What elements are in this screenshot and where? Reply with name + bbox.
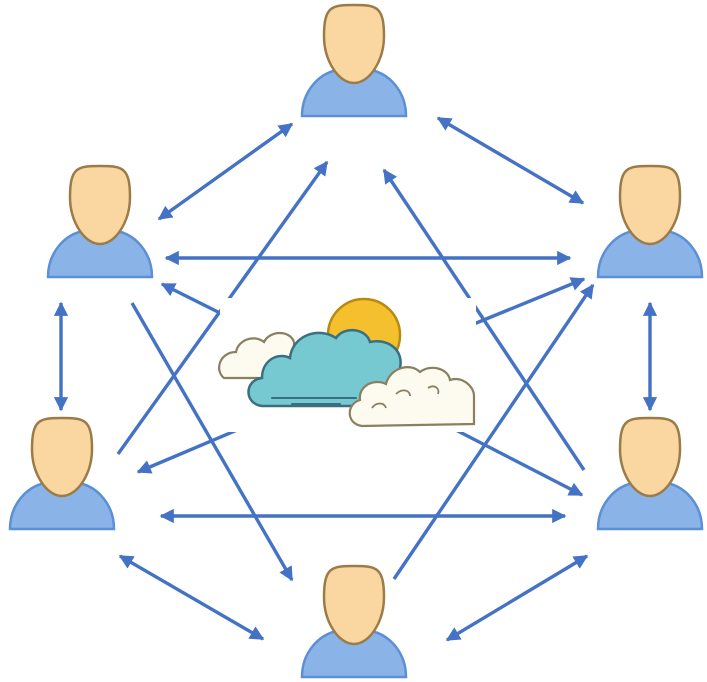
connection-top-upper-left <box>157 122 294 221</box>
connection-top-upper-right <box>436 116 585 205</box>
front-cloud-icon <box>348 366 476 428</box>
connection-bottom-to-upper-right <box>392 283 595 580</box>
person-icon <box>300 3 408 118</box>
person-icon <box>596 164 704 279</box>
cloud-sun-icon <box>218 297 476 432</box>
connection-lower-right-bottom <box>445 554 589 642</box>
person-icon <box>300 564 408 679</box>
person-icon <box>46 164 154 279</box>
connection-lower-left-bottom <box>118 554 265 641</box>
connections-layer <box>53 116 658 642</box>
person-icon <box>8 416 116 531</box>
connection-center-to-lower-right <box>451 426 584 497</box>
front-cloud-swirl <box>371 385 440 409</box>
people-layer <box>8 3 704 679</box>
person-icon <box>596 416 704 531</box>
